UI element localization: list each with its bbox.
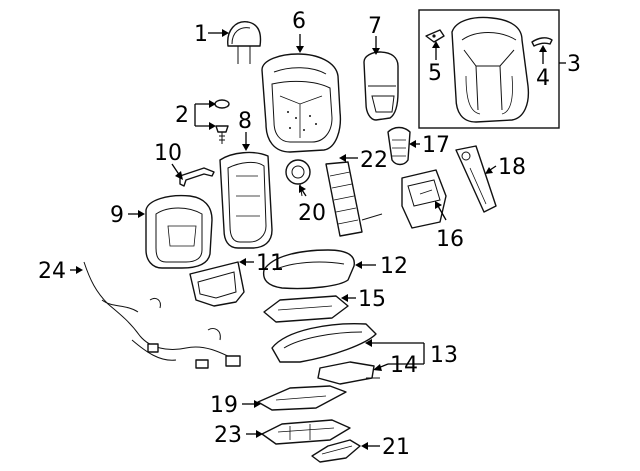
part-11-shield [189, 261, 245, 307]
callout-24: 24 [38, 259, 66, 284]
callout-4: 4 [536, 66, 550, 91]
part-1-headrest [227, 21, 262, 64]
part-7-back-panel [363, 51, 399, 121]
part-15-pan [263, 295, 349, 323]
callout-21: 21 [382, 435, 410, 460]
inset-box [418, 9, 560, 129]
part-5-clip [425, 29, 445, 43]
part-17-bolster [387, 126, 411, 166]
callout-7: 7 [368, 14, 382, 39]
callout-16: 16 [436, 227, 464, 252]
part-18-side-trim [455, 145, 497, 213]
part-16-module [401, 169, 447, 229]
part-20-recliner [285, 159, 311, 197]
callout-23: 23 [214, 423, 242, 448]
callout-22: 22 [360, 148, 388, 173]
part-22-lumbar [325, 161, 383, 237]
callout-15: 15 [358, 287, 386, 312]
callout-10: 10 [154, 141, 182, 166]
part-9-rear-panel [145, 194, 213, 269]
callout-9: 9 [110, 203, 124, 228]
part-19-track-cover [257, 385, 347, 411]
callout-17: 17 [422, 133, 450, 158]
part-4-handle [531, 37, 553, 47]
callout-11: 11 [256, 251, 284, 276]
part-23-track [261, 419, 351, 445]
part-6-back-cover [261, 53, 342, 153]
callout-3: 3 [567, 52, 581, 77]
callout-20: 20 [298, 201, 326, 226]
callout-8: 8 [238, 109, 252, 134]
part-8-back-frame [219, 151, 273, 249]
part-10-bracket [179, 167, 215, 187]
leader-lines [70, 29, 566, 450]
part-14-mat [317, 361, 380, 385]
part-21-lower-track [311, 439, 361, 463]
callout-6: 6 [292, 9, 306, 34]
part-13-cushion-frame [271, 323, 377, 363]
part-12-cushion-cover [262, 249, 355, 290]
callout-5: 5 [428, 61, 442, 86]
callout-labels: 1 2 3 4 5 6 7 8 9 10 11 12 13 14 15 16 1… [38, 9, 581, 460]
part-24-wiring-harness [83, 261, 241, 369]
callout-13: 13 [430, 343, 458, 368]
callout-19: 19 [210, 393, 238, 418]
part-2-guides [214, 99, 230, 144]
callout-2: 2 [175, 103, 189, 128]
part-3-back-assembly [451, 16, 530, 123]
callout-1: 1 [194, 22, 208, 47]
callout-18: 18 [498, 155, 526, 180]
callout-12: 12 [380, 254, 408, 279]
callout-14: 14 [390, 353, 418, 378]
